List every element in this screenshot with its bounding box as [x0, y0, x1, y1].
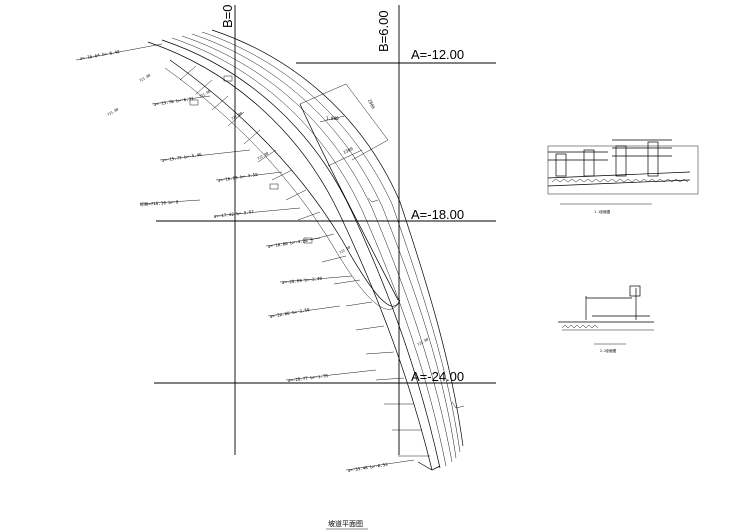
station-note: a=-15.70 b=-6.91 — [153, 96, 194, 107]
grid-label-b0: B=0 — [220, 5, 235, 29]
elevation-label: 722.30 — [339, 245, 352, 255]
station-note: a=-16.63 b=-4.50 — [217, 172, 258, 183]
elevation-label: 721.80 — [231, 111, 244, 121]
dimension-text: 2800 — [367, 98, 376, 110]
elevation-label: 722.80 — [417, 337, 430, 347]
station-note: a=-28.77 b=-1.78 — [288, 373, 329, 383]
section-caption-2: 2-2剖面图 — [600, 348, 617, 353]
station-note: a=-20.69 b=-3.40 — [282, 276, 323, 285]
grid-label-a24: A=-24.00 — [411, 369, 464, 384]
elevation-labels: 721.80 721.80 721.60 721.80 722.80 722.3… — [107, 73, 430, 347]
section-markers — [367, 197, 465, 409]
ramp-curves — [147, 29, 464, 471]
elevation-label: 722.80 — [257, 151, 270, 161]
station-note: a=-18.80 b=-4.20 — [267, 238, 308, 249]
grid-label-a12: A=-12.00 — [411, 47, 464, 62]
station-note: a=-35.48 b=-0.55 — [347, 462, 388, 473]
elevation-label: 721.80 — [139, 73, 152, 83]
grid-label-b6: B=6.00 — [376, 10, 391, 52]
elevation-label: 721.60 — [199, 89, 212, 99]
station-note: 标高=716.10 b=-8 — [140, 198, 180, 208]
station-notes: a=-16.64 b=-8.48 a=-15.70 b=-6.91 a=-15.… — [79, 49, 388, 473]
ramp-blocks — [189, 75, 313, 244]
station-note: a=-15.72 b=-5.46 — [161, 152, 202, 163]
grid-label-a18: A=-18.00 — [411, 207, 464, 222]
section-detail-2: 2-2剖面图 — [558, 285, 654, 353]
station-note: a=-17.42 b=-5.57 — [214, 209, 255, 219]
dimension-text: 1300 — [342, 146, 354, 155]
section-caption-1: 1-1剖面图 — [594, 209, 611, 214]
station-note: a=-22.08 b=-3.50 — [269, 307, 310, 319]
leader-lines — [75, 43, 415, 471]
dimension-text: 1.800 — [326, 116, 339, 121]
dimension-block: 1.800 2800 1300 — [299, 83, 389, 167]
elevation-label: 721.80 — [107, 107, 120, 117]
station-note: a=-16.64 b=-8.48 — [79, 49, 120, 61]
ramp-hatch — [179, 65, 430, 457]
section-detail-1: 1-1剖面图 — [547, 139, 699, 214]
drawing-title: 坡道平面图 — [328, 519, 363, 528]
